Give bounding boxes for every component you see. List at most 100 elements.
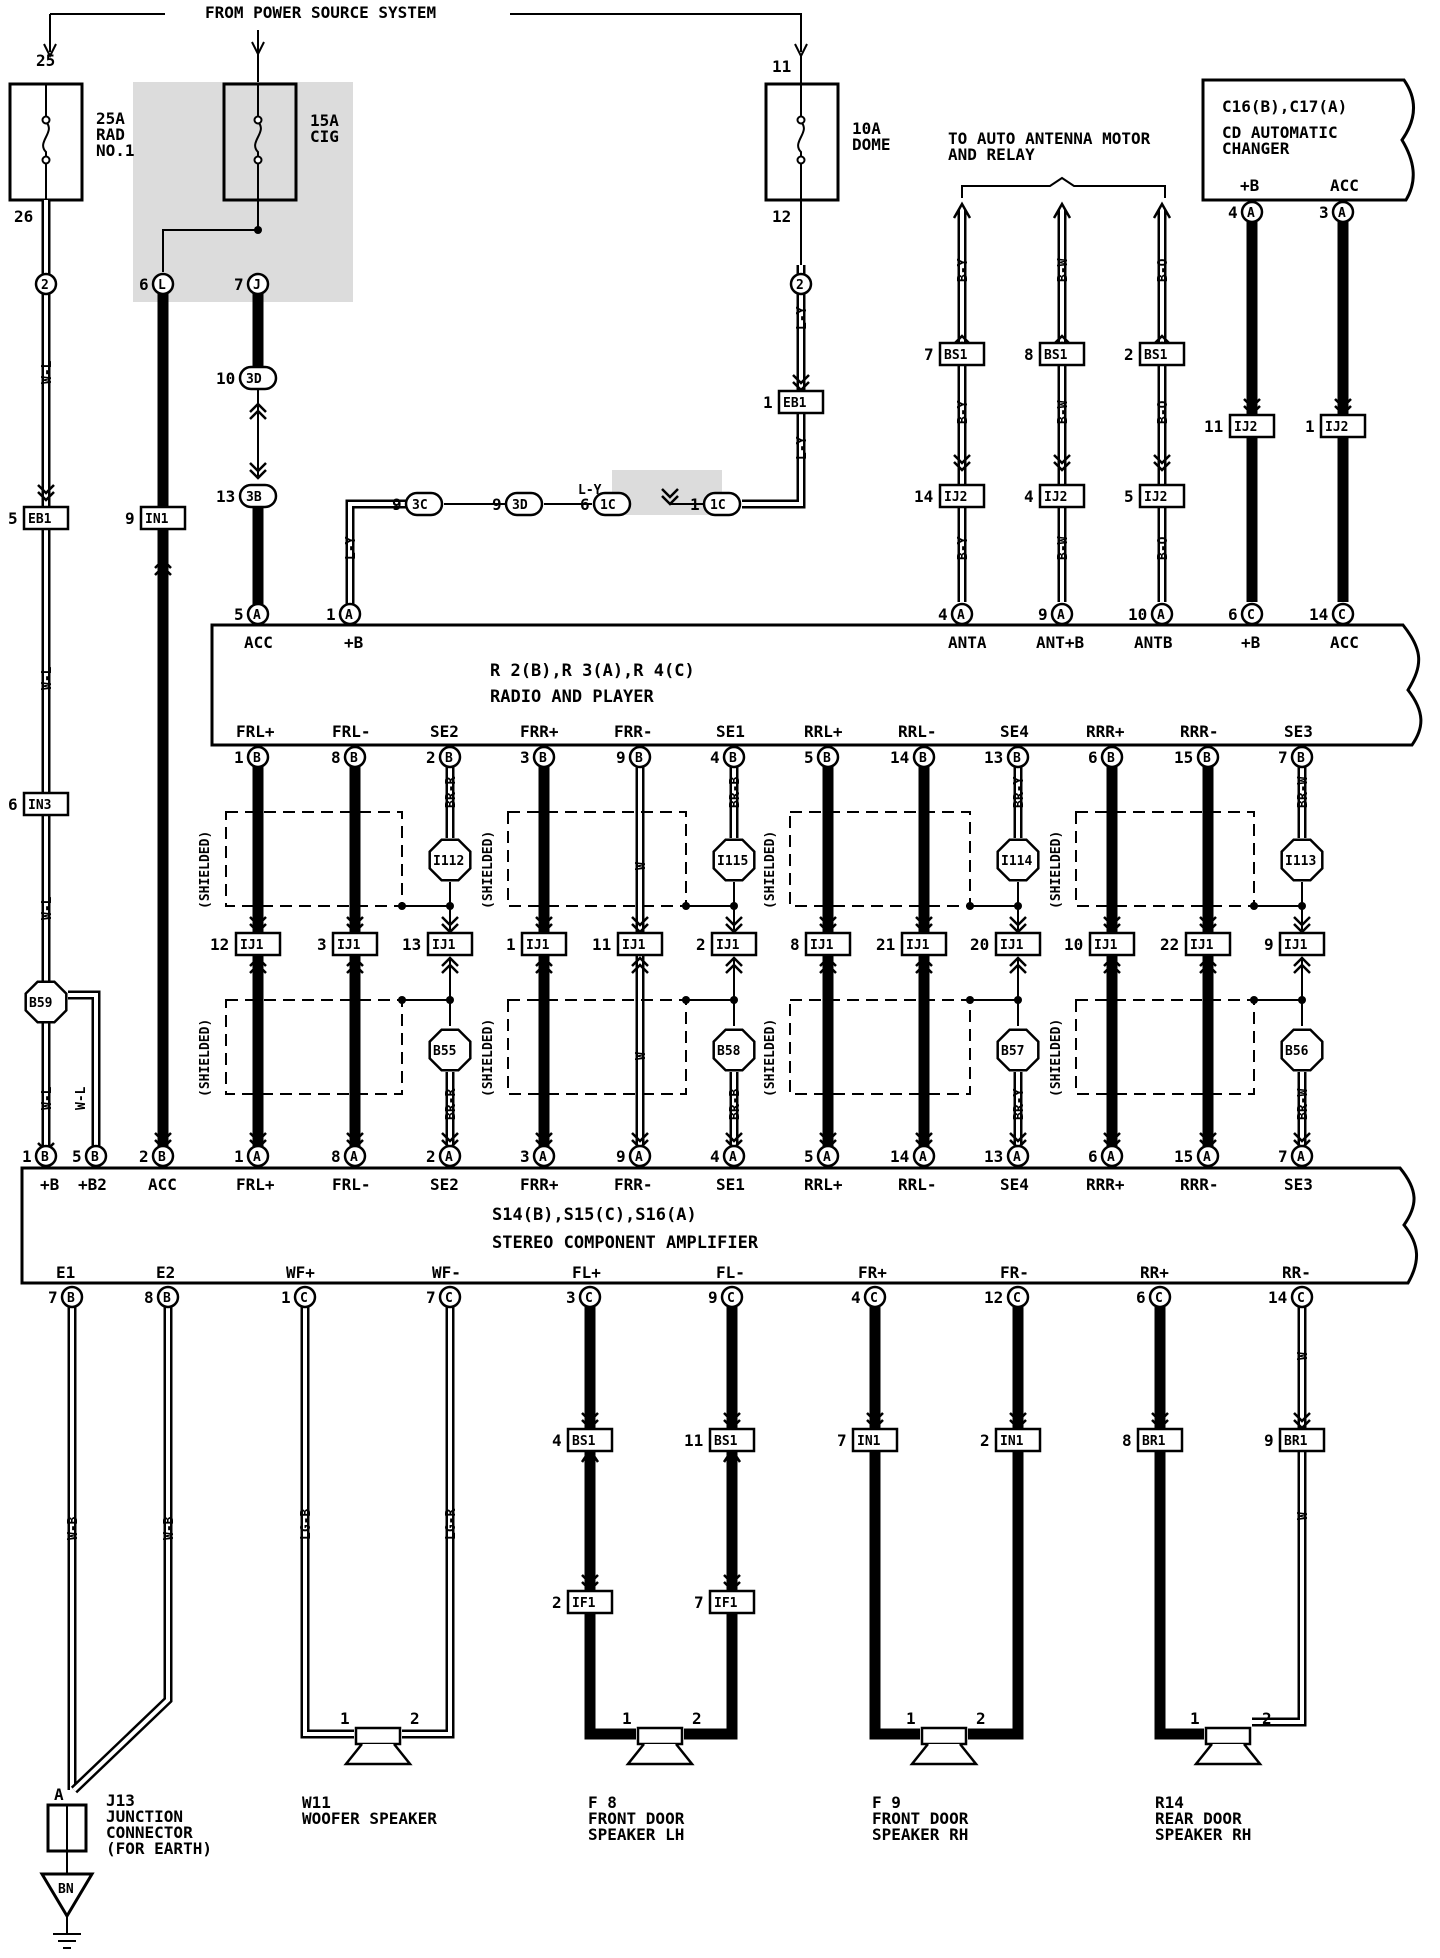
pin-letter: B [158, 1150, 166, 1165]
svg-text:CONNECTOR: CONNECTOR [106, 1823, 193, 1842]
arrow-up [1152, 201, 1172, 219]
connector-chevron [661, 488, 679, 506]
pin-number: 7 [234, 275, 244, 294]
wire-color-label: W [1296, 1512, 1311, 1520]
pin-circle [1331, 200, 1355, 224]
connector-code: IJ1 [1000, 938, 1024, 953]
connector-number: 7 [924, 345, 934, 364]
svg-text:RRL+: RRL+ [804, 1175, 843, 1194]
antenna-note-line2: AND RELAY [948, 145, 1035, 164]
svg-text:J13: J13 [106, 1791, 135, 1810]
splice-dot [682, 902, 690, 910]
pin-letter: C [1155, 1291, 1163, 1306]
wire-color-label: R [252, 862, 267, 870]
pin-letter: C [1013, 1291, 1021, 1306]
svg-text:FRR-: FRR- [614, 722, 653, 741]
wire-color-label: B-W [1056, 258, 1071, 282]
connector-code: IJ1 [432, 938, 456, 953]
splice-dot [398, 996, 406, 1004]
pin-circle [816, 1144, 840, 1168]
svg-text:SE2: SE2 [430, 722, 459, 741]
wire-color-label: B [538, 1052, 553, 1060]
connector-number: 20 [970, 935, 989, 954]
connector-number: 2 [1124, 345, 1134, 364]
pin-circle [438, 1144, 462, 1168]
pin-circle [532, 1144, 556, 1168]
pin-circle [720, 1285, 744, 1309]
pin-number: 14 [890, 748, 909, 767]
wire-dome-ly-2 [742, 414, 806, 509]
pin-number: 8 [144, 1288, 154, 1307]
wire-color-label: L [822, 862, 837, 870]
fuse-cig: 15A CIG [222, 82, 339, 230]
pin-number: 4 [1228, 203, 1238, 222]
pin-number: 2 [426, 748, 436, 767]
connector-chevron [37, 484, 55, 502]
pin-circle [1006, 1144, 1030, 1168]
speaker-cone [625, 1743, 695, 1766]
pin-circle [912, 1144, 936, 1168]
svg-text:WF-: WF- [432, 1263, 461, 1282]
connector-code: EB1 [783, 396, 807, 411]
pin-letter: C [1247, 608, 1255, 623]
pin-circle [338, 602, 362, 626]
pin-number: 4 [710, 748, 720, 767]
connector-code: IN1 [1000, 1434, 1024, 1449]
connector-number: 5 [1124, 487, 1134, 506]
svg-text:RRR-: RRR- [1180, 1175, 1219, 1194]
wire-dome-ly-2-core [742, 414, 803, 506]
splice-code: B57 [1001, 1044, 1024, 1059]
wire-color-label: BR-R [444, 1089, 459, 1120]
pin-number: 8 [331, 748, 341, 767]
wire-radio-b-core [348, 502, 406, 604]
svg-text:NO.1: NO.1 [96, 141, 135, 160]
connector-chevron [725, 956, 743, 974]
pin-letter: B [539, 751, 547, 766]
pin-letter: B [1203, 751, 1211, 766]
svg-text:SE1: SE1 [716, 1175, 745, 1194]
svg-text:F 8: F 8 [588, 1793, 617, 1812]
connector-code: IJ2 [1234, 420, 1257, 435]
splice-octagon [996, 838, 1040, 882]
wire-color-label: L [1012, 1512, 1027, 1520]
pin-circle [1100, 745, 1124, 769]
svg-text:R 2(B),R 3(A),R 4(C): R 2(B),R 3(A),R 4(C) [490, 661, 695, 681]
pin-circle [246, 1144, 270, 1168]
connector-number: 21 [876, 935, 895, 954]
wire-color-label: V [1106, 862, 1121, 870]
svg-text:ACC: ACC [244, 633, 273, 652]
wire-color-label: B-O [1156, 536, 1171, 560]
splice-code: B55 [433, 1044, 456, 1059]
wire-color-label: W-L [74, 1086, 89, 1110]
wire-color-label: R [252, 1052, 267, 1060]
wire-color-label: LG [869, 1504, 884, 1520]
speaker-pin: 2 [976, 1709, 986, 1728]
pin-number: 4 [938, 605, 948, 624]
wire-color-label: V [726, 1352, 741, 1360]
pin-circle [1050, 602, 1074, 626]
wire-color-label: P [1246, 310, 1261, 318]
wire-cig-branch [162, 229, 258, 272]
wire-color-label: B-Y [956, 536, 971, 560]
wire-color-label: L-Y [344, 536, 359, 560]
connector-box [22, 791, 70, 817]
shield-label: (SHIELDED) [198, 831, 213, 909]
pin-letter: C [870, 1291, 878, 1306]
pin-letter: A [253, 608, 261, 623]
connector-number: 1 [506, 935, 516, 954]
pin-letter: C [727, 1291, 735, 1306]
wire-color-label: BR-Y [1012, 1089, 1027, 1120]
pin-number: 3 [520, 748, 530, 767]
pin-number: 5 [804, 748, 814, 767]
shield-box [1075, 811, 1255, 907]
pin-number: 6 [1088, 748, 1098, 767]
connector-chevron [631, 956, 649, 974]
connector-code: BS1 [944, 348, 968, 363]
connector-box [426, 931, 474, 957]
svg-text:+B: +B [40, 1175, 60, 1194]
connector-code: BS1 [714, 1434, 738, 1449]
connector-number: 10 [1064, 935, 1083, 954]
pin-letter: A [729, 1150, 737, 1165]
svg-text:(FOR EARTH): (FOR EARTH) [106, 1839, 212, 1858]
connector-number: 9 [1264, 935, 1274, 954]
